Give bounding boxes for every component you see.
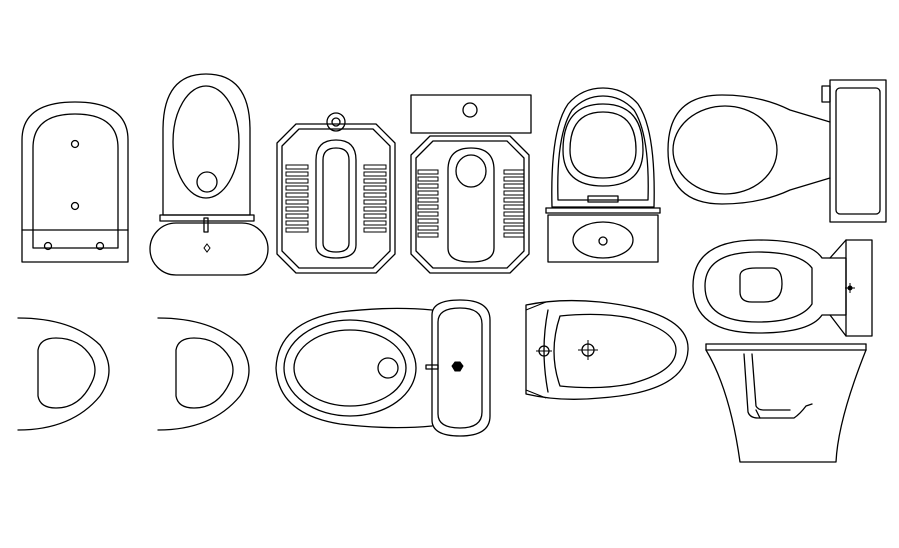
toilet-side-elevation [705,343,867,463]
squat-toilet-octagon [276,112,396,274]
toilet-plan-horizontal [275,299,491,437]
toilet-plan-oval-bowl [149,73,269,276]
toilet-plan-elongated [692,239,873,337]
toilet-plan-rounded-tank [21,101,129,263]
toilet-bowl-open-left [17,317,110,431]
squat-grip-left [285,164,309,233]
toilet-plan-with-seat [545,87,661,263]
squat-tank-grip-right [503,169,525,238]
squat-toilet-with-tank [410,94,532,274]
toilet-plan-side-tank [667,79,887,223]
toilet-bowl-open-left-2 [157,317,250,431]
squat-tank-grip-left [417,169,439,238]
urinal-plan [525,299,689,400]
squat-grip-right [363,164,387,233]
